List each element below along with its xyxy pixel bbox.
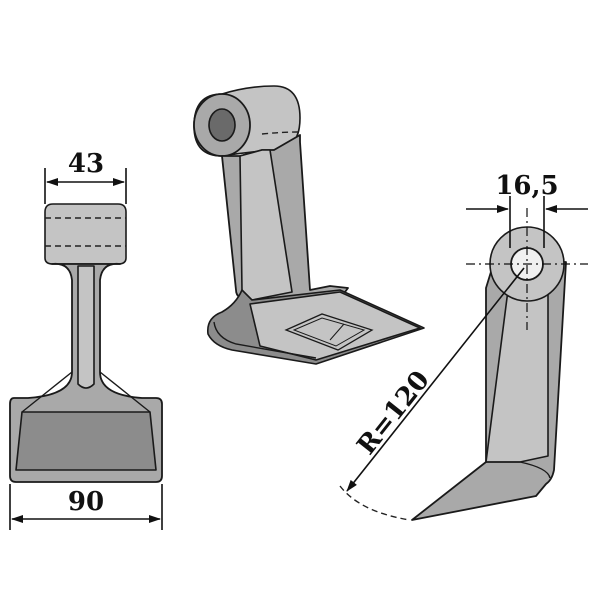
front-view [9,203,163,483]
dimension-bore: 16,5 [466,171,588,248]
dimension-label-r-120: R=120 [352,365,436,460]
dimension-label-90: 90 [68,487,104,517]
dimension-top-width: 43 [44,149,127,204]
isometric-bore-hole [208,108,236,142]
isometric-blade-top [249,291,421,361]
dimension-label-43: 43 [68,149,104,179]
isometric-blade-stamp [284,313,374,351]
front-view-rib [77,265,95,389]
side-view [411,208,588,521]
dimension-bottom-width: 90 [9,484,163,530]
dimension-label-16-5: 16,5 [495,171,558,201]
front-view-bushing [44,203,127,265]
isometric-view [193,85,425,365]
front-view-blade-face [15,411,157,471]
